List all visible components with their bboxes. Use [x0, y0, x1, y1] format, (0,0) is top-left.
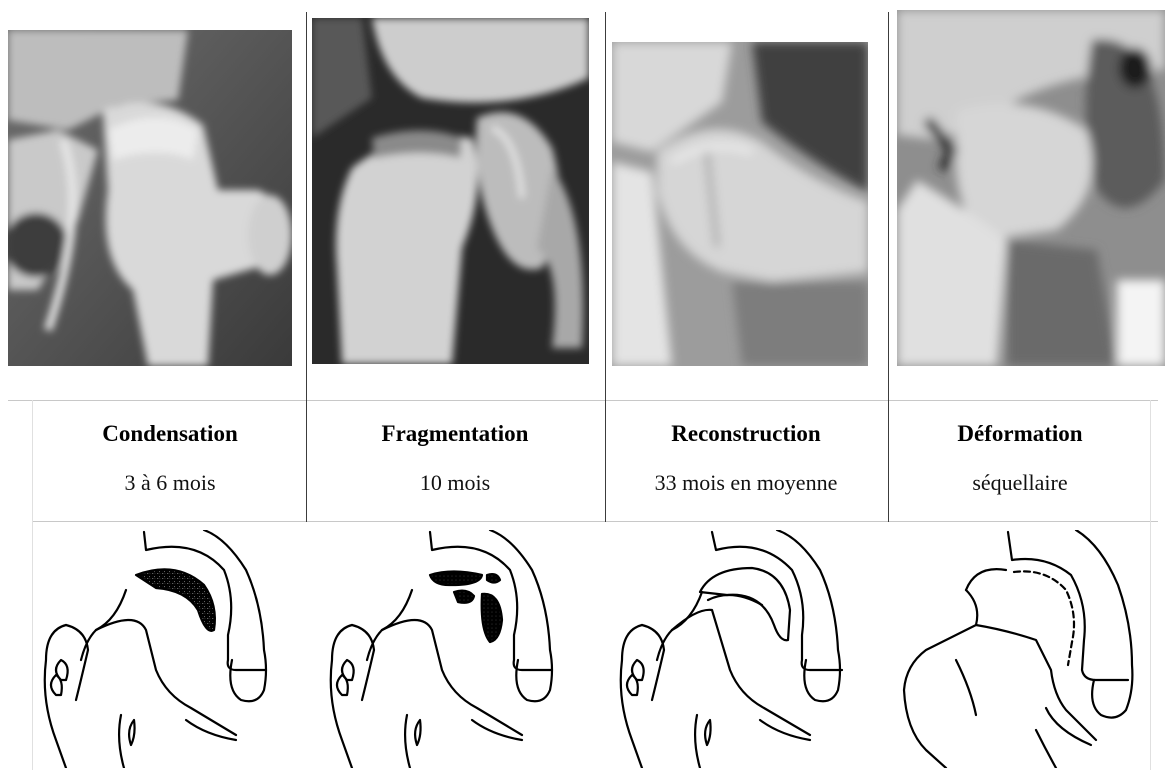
stage-title-fragmentation: Fragmentation	[315, 421, 595, 447]
stage-title-condensation: Condensation	[30, 421, 310, 447]
sketch-condensation	[36, 530, 304, 768]
xray-reconstruction	[612, 42, 868, 366]
left-edge-line	[32, 400, 33, 770]
top-divider	[8, 400, 1158, 401]
sketch-fragmentation	[322, 530, 590, 768]
stage-duration-deformation: séquellaire	[875, 470, 1165, 496]
sketch-reconstruction	[612, 530, 880, 768]
middle-divider	[32, 521, 1158, 522]
stage-duration-condensation: 3 à 6 mois	[25, 470, 315, 496]
xray-condensation	[8, 30, 292, 366]
xray-deformation	[897, 10, 1165, 366]
stage-duration-reconstruction: 33 mois en moyenne	[601, 470, 891, 496]
stage-title-reconstruction: Reconstruction	[606, 421, 886, 447]
sketch-deformation	[896, 530, 1158, 768]
xray-fragmentation	[312, 18, 589, 364]
stage-title-deformation: Déformation	[880, 421, 1160, 447]
stage-duration-fragmentation: 10 mois	[310, 470, 600, 496]
